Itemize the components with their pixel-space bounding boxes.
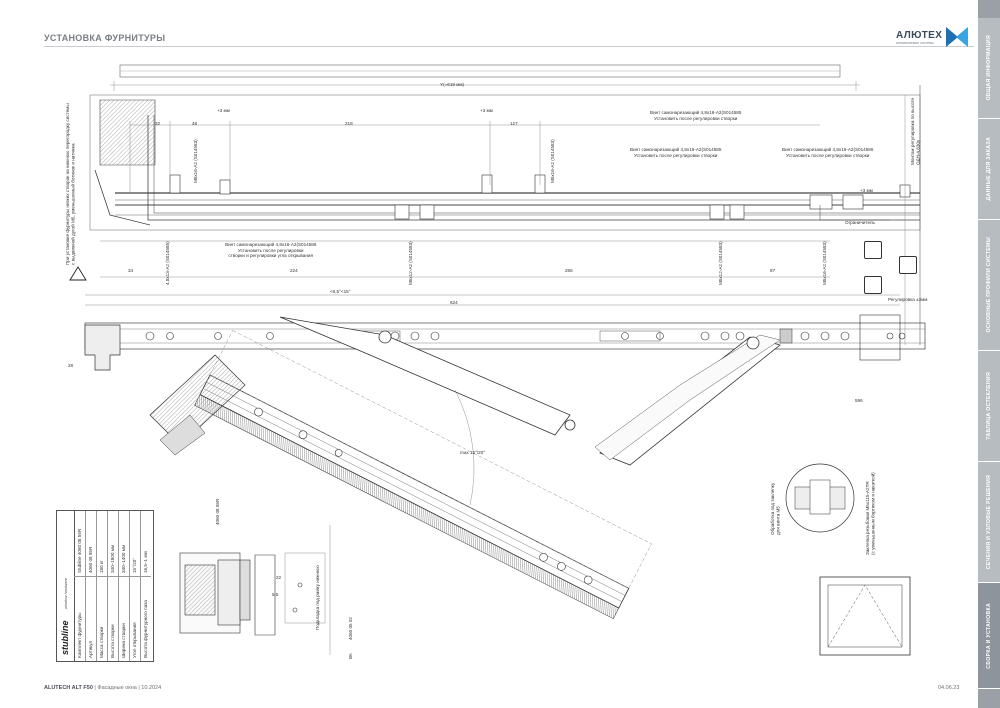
tab-main-profiles[interactable]: ОСНОВНЫЕ ПРОФИЛИ СИСТЕМЫ (978, 220, 1000, 351)
brand-mark-icon (946, 27, 968, 47)
technical-drawing-lines (69, 64, 926, 656)
gap-note-1: +3 мм (217, 108, 230, 113)
dim-596: 596 (855, 398, 863, 403)
dim-224: 224 (290, 268, 298, 273)
dim-256: 256 (565, 268, 573, 273)
dim-5-5: 5,5 (272, 592, 279, 597)
dim-28: 28 (68, 363, 74, 368)
brand-logo: АЛЮТЕХ алюминиевые системы (896, 27, 974, 47)
dim-34: 34 (128, 268, 134, 273)
brand-name: АЛЮТЕХ (896, 30, 943, 41)
dim-48: 48 (192, 121, 198, 126)
dim-overall-width: Y(=619 мм) (440, 82, 465, 87)
footer-date: 04.06.23 (938, 685, 960, 691)
rivet-note: Заклепка резьбовая M5х115-A2TR(с уменьше… (865, 472, 876, 555)
header-divider (44, 46, 974, 47)
adjust-note: Регулировка ±3мм (888, 297, 928, 302)
dim-32: 32 (155, 121, 161, 126)
screw-label-6: М5х16-А2 (S014583) (822, 241, 827, 285)
code-b-label: 4060 05 02 (348, 617, 353, 640)
dim-87: 87 (770, 268, 776, 273)
footer-product: ALUTECH ALT F50 | Фасадные окна | 10.202… (44, 685, 162, 691)
lock-pictogram-icon (864, 276, 882, 294)
tab-glazing-table[interactable]: ТАБЛИЦА ОСТЕКЛЕНИЯ (978, 351, 1000, 462)
hardware-spec-table: stubline window hardware Комплект фурнит… (56, 510, 154, 662)
gap-note-2: +3 мм (480, 108, 493, 113)
hardware-installation-drawing: Y(=619 мм) 32 48 218 127 +3 мм +3 мм +3 … (40, 55, 965, 675)
max-angle: max 15°/20° (460, 450, 486, 455)
profile-sash-note: Подкладка под рамку нижнюю (315, 565, 320, 630)
screw-label-3: 4,8х13-А2 (S014585) (165, 241, 170, 285)
tab-order-data[interactable]: ДАННЫЕ ДЛЯ ЗАКАЗА (978, 119, 1000, 220)
dim-624: 624 (450, 300, 458, 305)
dim-218: 218 (345, 121, 353, 126)
screw-label-2: М5х16-А2 (S014583) (550, 139, 555, 183)
screw-label-5: М5х12-А2 (S014583) (718, 241, 723, 285)
section-tabs: ОБЩАЯ ИНФОРМАЦИЯ ДАННЫЕ ДЛЯ ЗАКАЗА ОСНОВ… (978, 0, 1000, 708)
tab-assembly[interactable]: СБОРКА И УСТАНОВКА (978, 583, 1000, 689)
angle-range: <6,5°<15° (330, 289, 351, 294)
bk-label: ВК (348, 653, 353, 659)
gap-note-3: +3 мм (860, 188, 873, 193)
page-section-title: УСТАНОВКА ФУРНИТУРЫ (44, 33, 166, 43)
handle-pictogram-icon (864, 241, 882, 259)
screw-label-1: М5х16-А2 (S014583) (193, 139, 198, 183)
tab-sections[interactable]: СЕЧЕНИЯ И УЗЛОВЫЕ РЕШЕНИЯ (978, 462, 1000, 583)
tab-general-info[interactable]: ОБЩАЯ ИНФОРМАЦИЯ (978, 18, 1000, 119)
screw-label-4: М5х12-А2 (S014583) (408, 241, 413, 285)
stop-label: Ограничитель (845, 220, 875, 225)
dim-22: 22 (276, 575, 282, 580)
brand-subtitle: алюминиевые системы (896, 41, 934, 45)
tilt-pictogram-icon (899, 256, 917, 274)
left-warning-note: При установке фурнитуры низких створок н… (65, 103, 76, 265)
code-a-label: 4060 08 55R (215, 498, 220, 525)
spec-brand: stubline window hardware (57, 511, 75, 661)
dim-127: 127 (510, 121, 518, 126)
